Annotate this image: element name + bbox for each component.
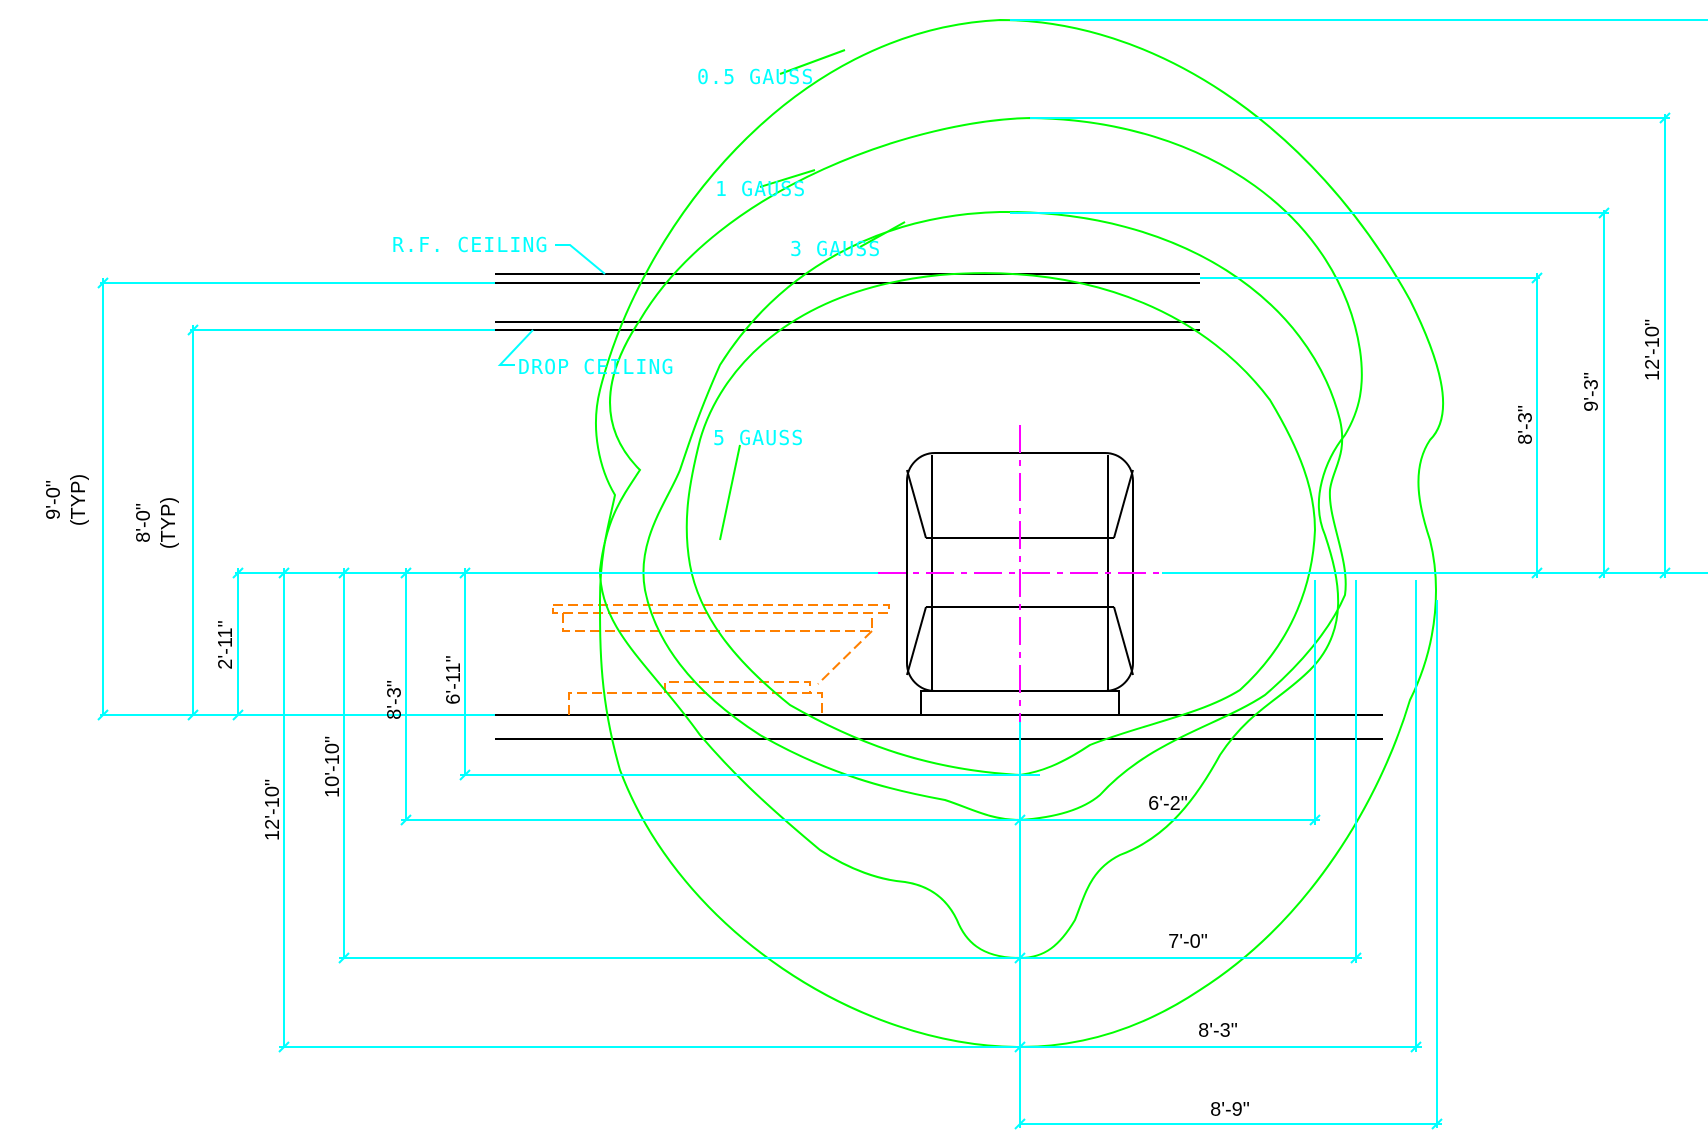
patient-table-strut (817, 630, 873, 685)
dimension-ticks (97, 112, 1671, 1130)
dim-text-rf-ceiling: 9'-0" (43, 480, 65, 520)
dim-text-drop-ceiling: 8'-0" (133, 503, 155, 543)
contour-5-gauss (685, 272, 1317, 777)
label-3-gauss: 3 GAUSS (790, 237, 881, 261)
dim-text-isocenter: 2'-11" (215, 620, 237, 669)
magnet-upper-cone-left (906, 469, 927, 539)
ceiling-and-floor-lines (495, 273, 1383, 740)
dim-text-down-1g: 10'-10" (322, 736, 344, 798)
dim-text-horiz-5g: 6'-2" (1148, 793, 1188, 815)
dim-text-down-05g: 12'-10" (262, 779, 284, 841)
dim-text-up-5g: 8'-3" (1515, 405, 1537, 445)
magnet-upper-cone-right (1113, 469, 1134, 539)
leader-0-5-gauss (779, 49, 846, 75)
label-drop-ceiling: DROP CEILING (518, 355, 675, 379)
patient-table (552, 604, 890, 715)
dimension-lines (97, 19, 1708, 1130)
dim-text-up-3g: 9'-3" (1581, 372, 1603, 412)
contour-3-gauss (642, 210, 1347, 822)
left-dimension-labels: 9'-0" (TYP) 8'-0" (TYP) 2'-11" (43, 474, 237, 670)
dim-text-down-3g: 8'-3" (384, 680, 406, 720)
leader-3-gauss (859, 221, 906, 248)
ceiling-labels: R.F. CEILING DROP CEILING (392, 233, 675, 379)
horizontal-dimension-labels: 6'-2" 7'-0" 8'-3" 8'-9" (1148, 793, 1250, 1121)
dim-text-down-5g: 6'-11" (443, 655, 465, 704)
label-5-gauss: 5 GAUSS (713, 426, 804, 450)
isocenter-crosshair (878, 425, 1162, 722)
label-0-5-gauss: 0.5 GAUSS (697, 65, 814, 89)
magnet-lower-cone-right (1113, 606, 1134, 676)
patient-table-riser (664, 681, 811, 693)
dim-text-rf-ceiling-note: (TYP) (68, 474, 90, 526)
label-1-gauss: 1 GAUSS (715, 177, 806, 201)
dim-text-up-1g: 12'-10" (1642, 319, 1664, 381)
patient-table-top (552, 604, 890, 614)
magnet-lower-cone-left (906, 606, 927, 676)
drop-ceiling-leader (497, 329, 534, 366)
dim-text-horiz-3g: 7'-0" (1168, 931, 1208, 953)
dim-text-horiz-05g: 8'-9" (1210, 1099, 1250, 1121)
contour-1-gauss (598, 116, 1363, 960)
rf-ceiling-leader (555, 244, 606, 275)
label-rf-ceiling: R.F. CEILING (392, 233, 549, 257)
field-strength-labels: 0.5 GAUSS 1 GAUSS 3 GAUSS 5 GAUSS (697, 65, 881, 450)
down-dimension-labels: 6'-11" 8'-3" 10'-10" 12'-10" (262, 655, 465, 841)
up-dimension-labels: 8'-3" 9'-3" 12'-10" (1515, 319, 1664, 445)
leader-5-gauss (719, 444, 741, 541)
gauss-contours (594, 18, 1445, 1049)
patient-table-cradle (562, 613, 873, 632)
dim-text-horiz-1g: 8'-3" (1198, 1020, 1238, 1042)
leader-1-gauss (759, 169, 816, 188)
dim-text-drop-ceiling-note: (TYP) (158, 497, 180, 549)
patient-table-base (568, 692, 823, 715)
contour-0-5-gauss (594, 18, 1445, 1049)
